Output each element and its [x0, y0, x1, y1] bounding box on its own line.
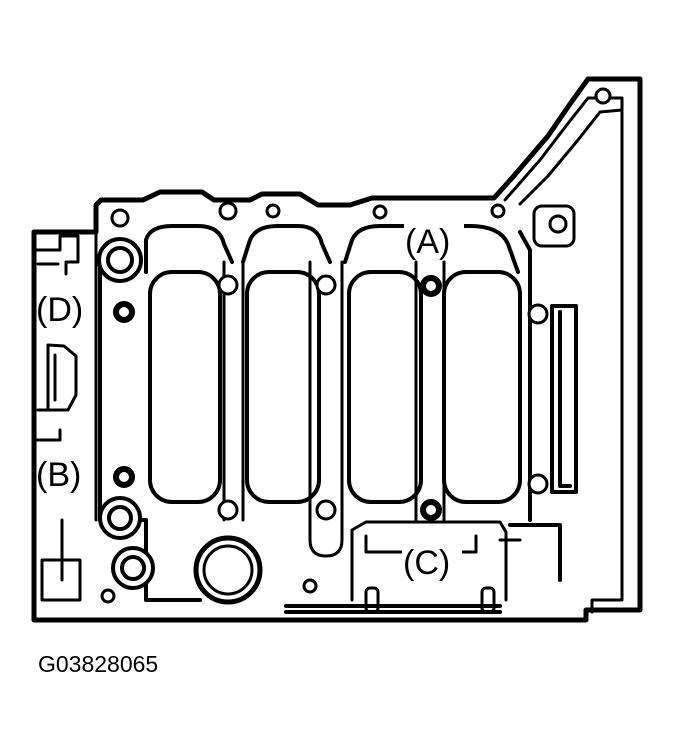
- bolt-hole: [218, 201, 238, 221]
- dowel-boss-inner: [107, 505, 133, 531]
- rib-center: [308, 260, 344, 558]
- bearing-cell-1: [148, 270, 222, 504]
- callout-c: (C): [403, 544, 450, 582]
- figure-id: G03828065: [38, 651, 158, 677]
- bolt-hole: [490, 203, 506, 219]
- bolt-hole: [217, 274, 239, 296]
- bolt-d: [113, 301, 135, 323]
- callout-d: (D): [36, 291, 83, 329]
- dowel-boss-inner: [120, 555, 146, 581]
- upper-web-1: [144, 224, 234, 274]
- bolt-hole: [594, 87, 612, 105]
- callout-a: (A): [405, 223, 450, 261]
- pan-stud-left: [364, 586, 380, 614]
- bolt-hole: [548, 214, 568, 234]
- upper-web-2: [241, 224, 332, 264]
- upper-ridge: [503, 96, 624, 206]
- label-a-bg: [404, 222, 464, 258]
- bolt-hole: [315, 499, 337, 521]
- rib-left: [222, 260, 245, 522]
- upper-right-boss: [532, 204, 576, 248]
- left-lug: [40, 558, 82, 602]
- bolt-hole: [315, 274, 337, 296]
- lower-pan: [350, 520, 508, 602]
- left-wall: [60, 230, 98, 582]
- bolt-hole: [527, 303, 549, 325]
- right-inner-edge: [590, 108, 624, 614]
- left-flange-lower: [34, 343, 78, 442]
- label-c-bg: [402, 542, 462, 578]
- pan-stud-right: [480, 586, 496, 614]
- bolt-hole: [302, 578, 318, 594]
- bolt-hole: [265, 203, 281, 219]
- girdle-frame: [98, 230, 562, 602]
- right-slot: [550, 304, 578, 494]
- callout-b: (B): [36, 456, 81, 494]
- bolt-hole: [527, 473, 549, 495]
- bolt-hole: [110, 208, 130, 228]
- bolt-c: [420, 499, 442, 521]
- bolt-b: [113, 466, 135, 488]
- bolt-a: [420, 275, 442, 297]
- bolt-hole: [217, 499, 239, 521]
- rib-right: [414, 260, 446, 522]
- dowel-boss-inner: [106, 246, 134, 274]
- bearing-cell-2: [245, 270, 321, 504]
- block-outline: [31, 76, 643, 623]
- oil-pan-rail: [284, 604, 502, 614]
- bearing-cell-4: [442, 270, 522, 504]
- bolt-hole: [372, 204, 388, 220]
- left-flange: [34, 234, 80, 276]
- bolt-hole: [100, 588, 116, 604]
- bearing-cell-3: [347, 270, 423, 504]
- oil-gallery-inner: [202, 544, 254, 596]
